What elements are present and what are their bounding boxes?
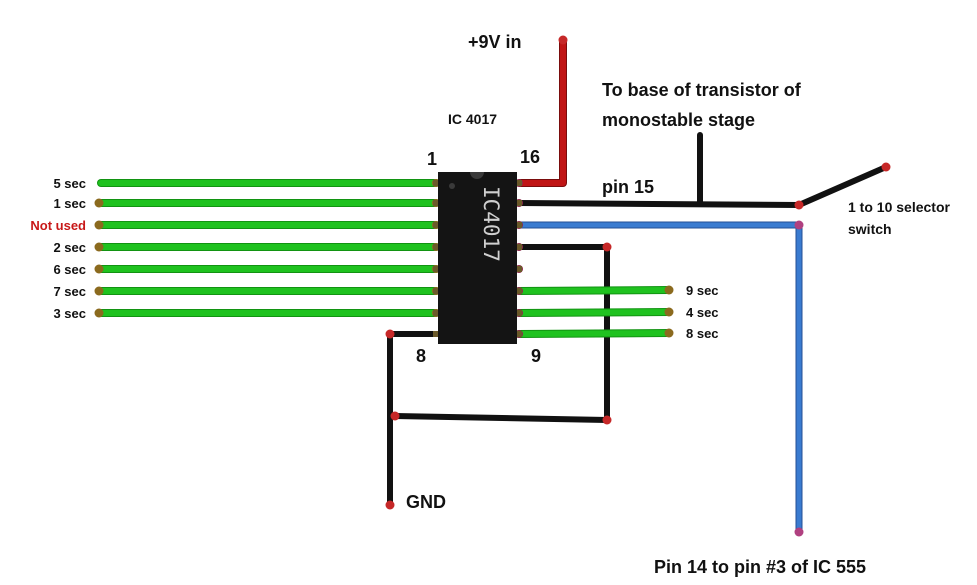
right-output-label: 9 sec <box>686 283 719 298</box>
right-output-wire <box>516 287 672 294</box>
selector-switch-lever <box>796 164 889 208</box>
pin14-note-label: Pin 14 to pin #3 of IC 555 <box>654 557 866 577</box>
ic-4017-chip: IC4017 <box>433 172 522 344</box>
vin-node <box>558 35 568 45</box>
right-output-terminal <box>664 307 674 317</box>
left-pin-8 <box>433 331 440 337</box>
pin14-junction <box>794 220 804 230</box>
left-output-terminal <box>94 308 104 318</box>
to-base-label-line2: monostable stage <box>602 110 755 130</box>
selector-label-line2: switch <box>848 221 892 237</box>
pin-9-label: 9 <box>531 346 541 366</box>
right-output-wire <box>516 309 672 316</box>
left-pin-2 <box>433 200 440 206</box>
left-pin-7 <box>433 310 440 316</box>
gnd-node <box>385 500 395 510</box>
right-pin-13 <box>515 244 522 250</box>
to-base-label-line1: To base of transistor of <box>602 80 802 100</box>
left-output-label: 1 sec <box>53 196 86 211</box>
pin-16-label: 16 <box>520 147 540 167</box>
chip-pins <box>433 180 522 337</box>
left-output-label: 2 sec <box>53 240 86 255</box>
right-output-terminal <box>664 285 674 295</box>
chip-notch <box>470 172 484 179</box>
chip-body <box>438 172 517 344</box>
left-pin-3 <box>433 222 440 228</box>
left-output-label: 5 sec <box>53 176 86 191</box>
right-pin-15 <box>515 200 522 206</box>
right-pin-12 <box>515 266 522 272</box>
left-output-label: 6 sec <box>53 262 86 277</box>
pin14-wire <box>519 220 804 537</box>
left-pin-5 <box>433 266 440 272</box>
left-output-label: 3 sec <box>53 306 86 321</box>
left-output-terminal <box>94 264 104 274</box>
left-output-terminal <box>94 220 104 230</box>
pin1-dot <box>449 183 455 189</box>
left-output-label: 7 sec <box>53 284 86 299</box>
pin14-end <box>794 527 804 537</box>
pin15-wire <box>516 132 891 210</box>
right-output-wire <box>516 330 672 337</box>
left-output-terminal <box>94 198 104 208</box>
ground-node-left <box>390 411 400 421</box>
left-pin-6 <box>433 288 440 294</box>
left-output-terminal <box>94 286 104 296</box>
selector-label-line1: 1 to 10 selector <box>848 199 950 215</box>
right-output-label: 8 sec <box>686 326 719 341</box>
pin13-node <box>602 242 612 252</box>
ground-node-right <box>602 415 612 425</box>
right-pin-10 <box>515 310 522 316</box>
left-output-wires <box>94 179 440 318</box>
ic-name-label: IC 4017 <box>448 111 497 127</box>
left-pin-4 <box>433 244 440 250</box>
chip-marking: IC4017 <box>479 186 503 262</box>
pin-1-label: 1 <box>427 149 437 169</box>
right-pin-16 <box>515 180 522 186</box>
left-output-terminal <box>94 242 104 252</box>
selector-switch-pivot <box>794 200 804 210</box>
ground-wiring <box>385 242 612 510</box>
pin8-node <box>385 329 395 339</box>
vin-label: +9V in <box>468 32 522 52</box>
gnd-label: GND <box>406 492 446 512</box>
right-output-label: 4 sec <box>686 305 719 320</box>
left-pin-1 <box>433 180 440 186</box>
right-pin-14 <box>515 222 522 228</box>
left-output-label: Not used <box>30 218 86 233</box>
right-pin-11 <box>515 288 522 294</box>
right-output-labels: 9 sec 4 sec 8 sec <box>686 283 719 341</box>
pin-8-label: 8 <box>416 346 426 366</box>
pin15-label: pin 15 <box>602 177 654 197</box>
supply-wire <box>519 35 568 187</box>
selector-switch-contact <box>881 162 891 172</box>
right-output-terminal <box>664 328 674 338</box>
right-pin-9 <box>515 331 522 337</box>
